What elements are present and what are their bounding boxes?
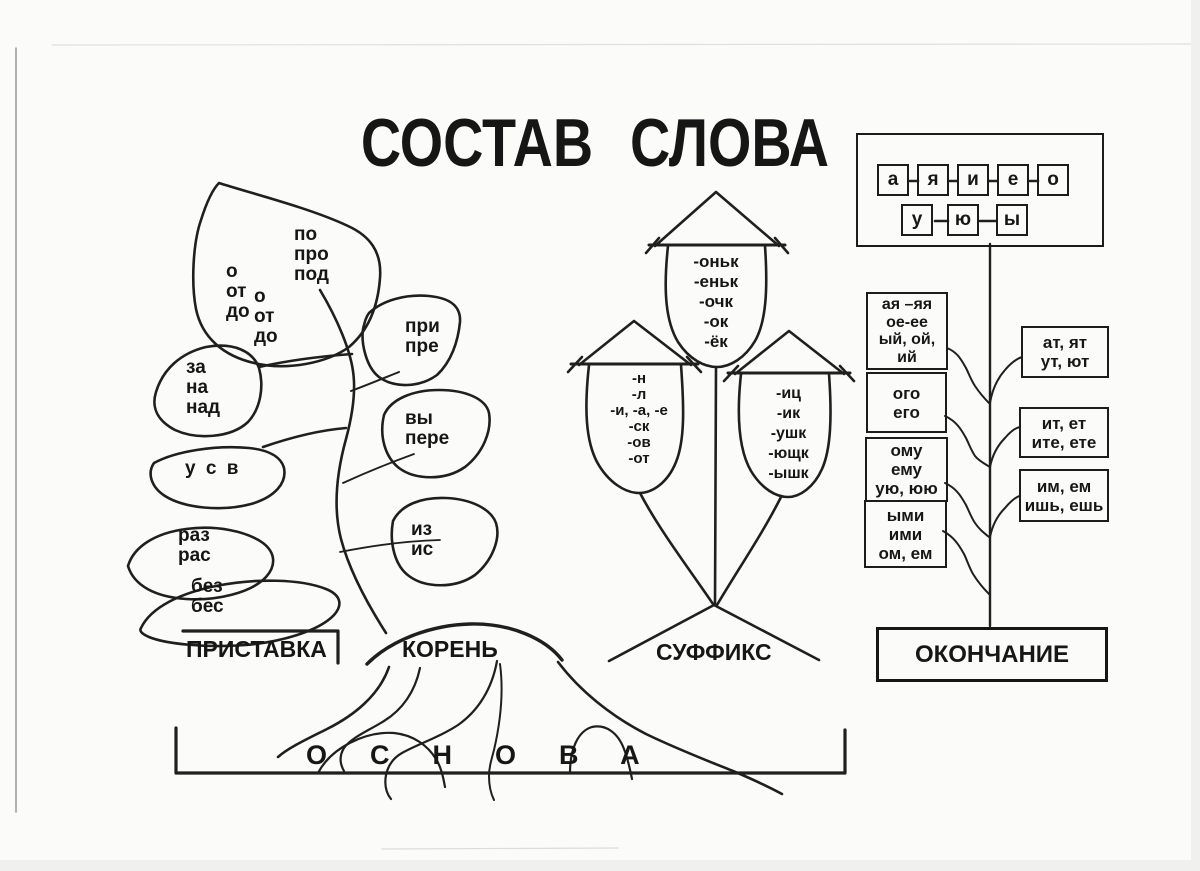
ending-box-verb-3pl: ат, ят ут, ют xyxy=(1021,326,1109,378)
big-leaf-prefixes-col1: о от до xyxy=(226,261,250,322)
leaf-iz-outline xyxy=(390,496,499,587)
prefix-main-stem xyxy=(318,288,388,635)
root-strand xyxy=(339,666,422,773)
label-koren: КОРЕНЬ xyxy=(402,636,498,662)
leaf-bez-bes: без бес xyxy=(191,576,224,617)
label-okonchanie-box: ОКОНЧАНИЕ xyxy=(876,627,1108,682)
big-leaf-prefixes-col2: о от до xyxy=(254,286,278,347)
suffix-buds-drawing xyxy=(566,190,856,663)
leaf-pri-pre: при пре xyxy=(405,316,440,357)
branch-left-1 xyxy=(946,347,990,404)
root-hump xyxy=(568,725,634,781)
big-leaf-outline xyxy=(191,181,382,368)
vowel-cell-y: ы xyxy=(996,204,1028,236)
leaf-u-s-v: у с в xyxy=(185,458,239,479)
vowel-cell-i: и xyxy=(957,164,989,196)
branch-to-usv xyxy=(261,426,348,449)
ending-box-adjective-nom: ая –яя ое-ее ый, ой, ий xyxy=(866,292,948,370)
scan-edge-bottom xyxy=(0,860,1200,871)
branch-left-2 xyxy=(944,415,991,468)
vowel-cell-connectors xyxy=(908,179,1040,223)
branch-to-iz xyxy=(339,539,441,553)
ending-box-verb-3sg: ит, ет ите, ете xyxy=(1019,407,1109,458)
big-leaf-prefixes-col3: по про под xyxy=(294,224,329,285)
ending-box-instrumental: ыми ими ом, ем xyxy=(864,500,947,568)
prefix-label-bracket xyxy=(181,629,340,665)
osnova-bracket xyxy=(174,726,847,775)
leaf-usv-outline xyxy=(149,445,286,510)
branch-to-za xyxy=(257,352,354,369)
root-strand xyxy=(276,665,391,759)
center-bud-stem xyxy=(713,365,718,607)
leaf-pri-outline xyxy=(361,294,462,387)
branch-right-3 xyxy=(989,495,1021,538)
vowel-cell-ya: я xyxy=(917,164,949,196)
vowel-cell-o: о xyxy=(1037,164,1069,196)
ending-box-dative: ому ему ую, юю xyxy=(865,437,948,502)
scan-edge-right xyxy=(1191,0,1200,871)
ending-plant-drawing xyxy=(908,179,1040,628)
suffix-bud-left-list: -н -л -и, -а, -е -ск -ов -от xyxy=(610,370,668,467)
leaf-iz-is: из ис xyxy=(411,519,434,560)
leaf-za-outline xyxy=(153,344,263,438)
label-suffiks: СУФФИКС xyxy=(656,639,772,665)
right-bud-body xyxy=(737,372,832,499)
root-drawing xyxy=(276,622,784,801)
branch-right-1 xyxy=(989,356,1023,404)
root-strand xyxy=(488,663,503,801)
branch-right-2 xyxy=(989,426,1021,468)
branch-to-vy xyxy=(342,453,415,484)
root-strand xyxy=(384,659,499,801)
right-bud-stem xyxy=(715,495,783,607)
branch-left-4 xyxy=(942,530,990,595)
suffix-left-leg xyxy=(607,603,716,663)
suffix-right-leg xyxy=(712,603,821,662)
leaf-bez-outline xyxy=(139,579,341,648)
leaf-za-na-nad: за на над xyxy=(186,357,221,418)
label-pristavka: ПРИСТАВКА xyxy=(186,636,327,662)
ending-box-genitive: ого его xyxy=(866,372,947,433)
root-strand xyxy=(556,660,784,796)
label-okonchanie: ОКОНЧАНИЕ xyxy=(914,640,1070,668)
suffix-bud-right-list: -иц -ик -ушк -ющк -ышк xyxy=(768,385,809,482)
vowel-grid-frame xyxy=(856,133,1104,247)
leaf-vy-pere: вы пере xyxy=(405,408,450,449)
right-bud-roof xyxy=(733,329,846,376)
vowel-cell-u: у xyxy=(901,204,933,236)
label-osnova: ОСНОВА xyxy=(306,740,683,770)
suffix-bud-center-list: -оньк -еньк -очк -ок -ёк xyxy=(693,252,739,351)
page-title: СОСТАВ СЛОВА xyxy=(360,105,830,181)
center-bud-roof xyxy=(653,190,781,248)
vowel-cell-yu: ю xyxy=(947,204,979,236)
vowel-cell-e: е xyxy=(997,164,1029,196)
prefix-plant-drawing xyxy=(126,181,499,648)
leaf-raz-outline xyxy=(126,526,275,601)
ending-box-verb-1pl: им, ем ишь, ешь xyxy=(1019,469,1109,522)
vowel-cell-a: а xyxy=(877,164,909,196)
left-bud-stem xyxy=(638,491,715,606)
root-hump xyxy=(316,731,447,789)
leaf-raz-ras: раз рас xyxy=(178,525,211,566)
scan-artifact-lines xyxy=(15,43,1199,850)
left-bud-roof xyxy=(577,319,693,367)
root-cap-arc xyxy=(365,622,564,666)
leaf-vy-outline xyxy=(380,388,491,479)
branch-left-3 xyxy=(944,482,990,538)
branch-to-pri xyxy=(350,371,400,392)
